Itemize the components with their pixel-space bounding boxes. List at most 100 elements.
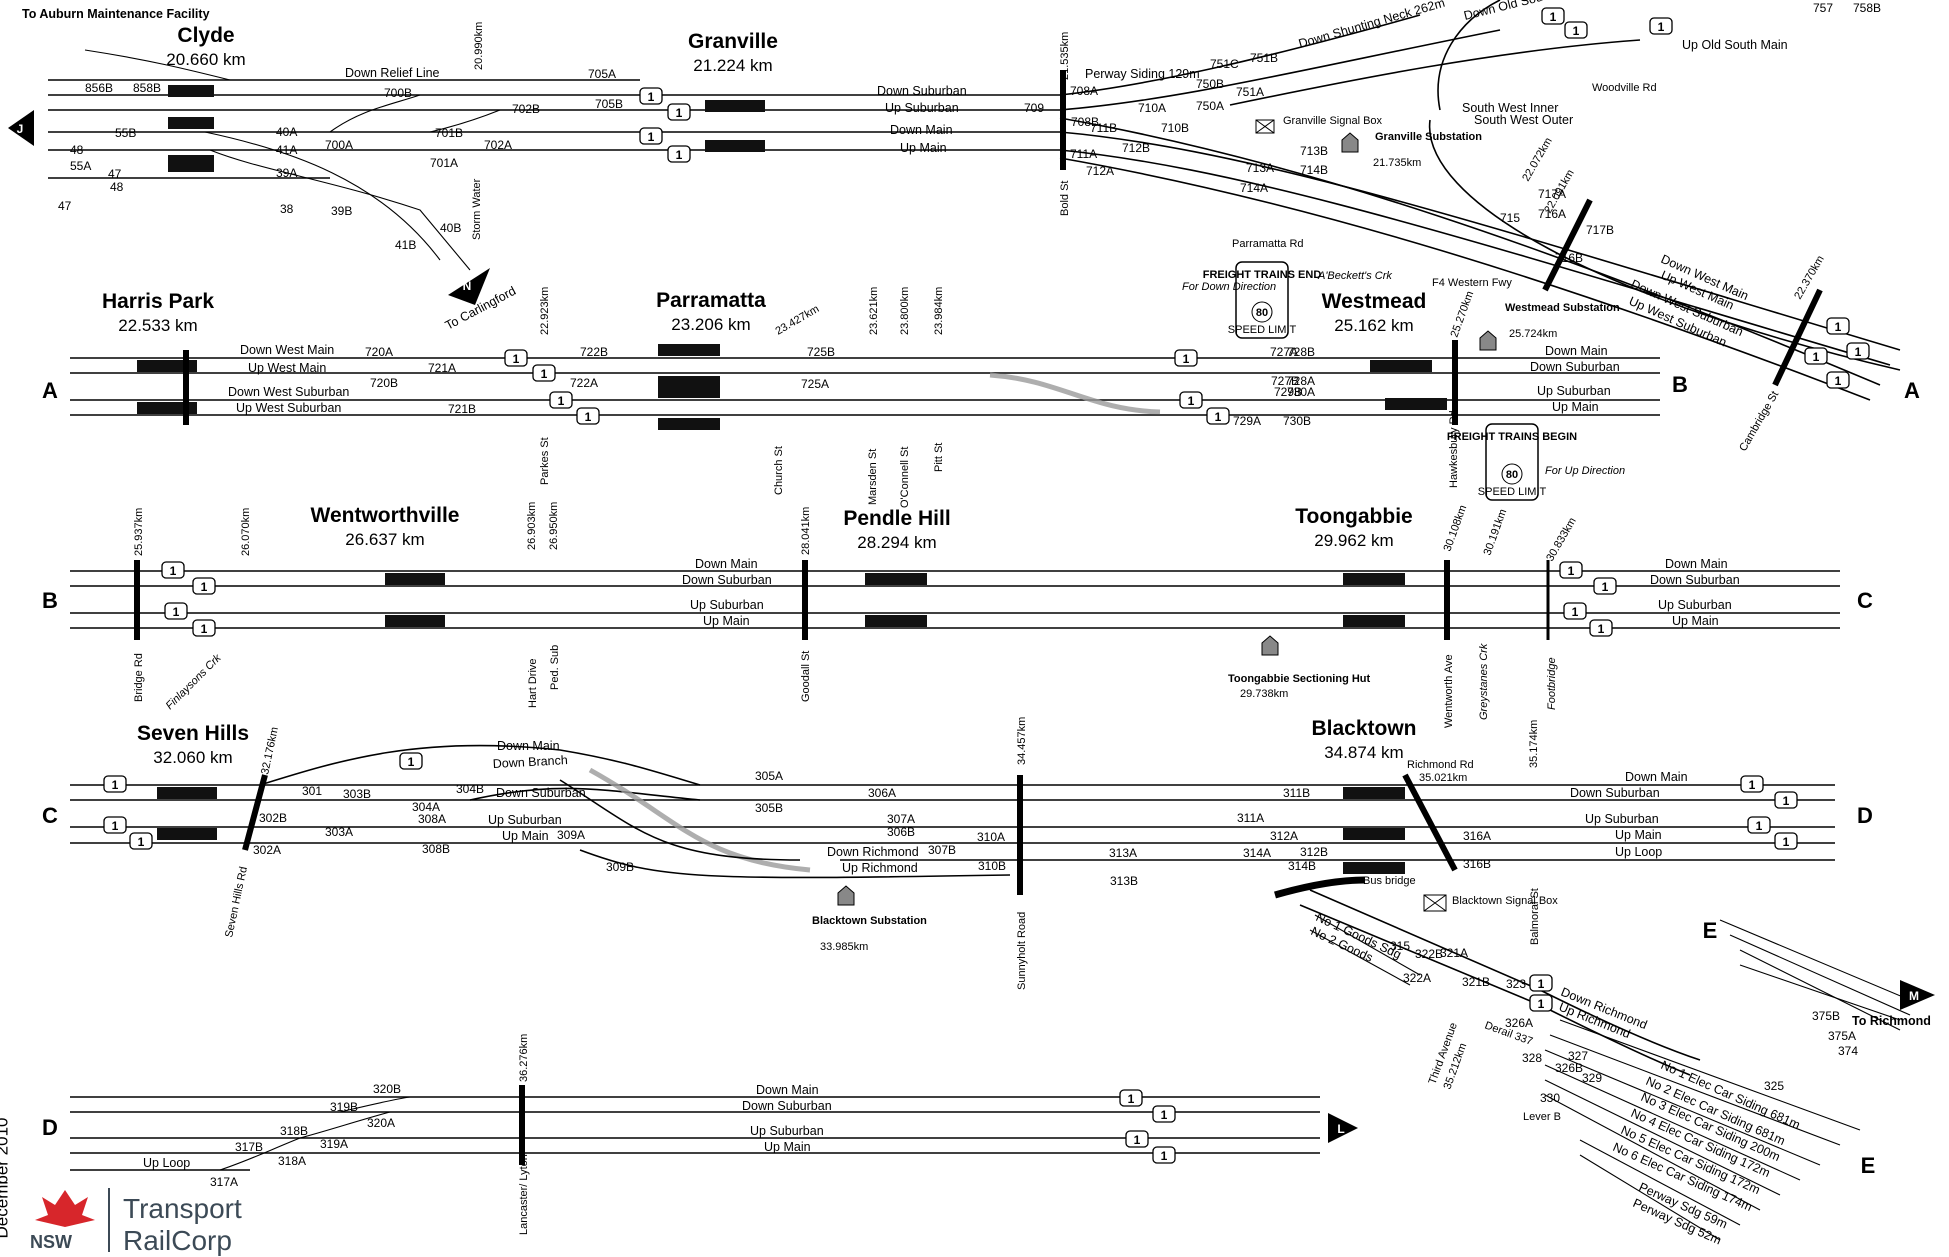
point-701b: 701B <box>435 126 463 140</box>
platform-clyde-6 <box>168 85 214 97</box>
signal-1: 1 <box>129 832 153 850</box>
track-elec-siding-1 <box>1559 1019 1861 1131</box>
track-up-old-south <box>1229 39 1641 106</box>
signal-1: 1 <box>399 752 423 770</box>
signal-1: 1 <box>1152 1146 1176 1164</box>
label-up-main-r3: Up Main <box>703 614 750 628</box>
label-up-loop-r5: Up Loop <box>143 1156 190 1170</box>
label-up-suburban-r5: Up Suburban <box>750 1124 824 1138</box>
track-elec-siding-3 <box>1544 1049 1821 1166</box>
track-elec-siding-4 <box>1544 1064 1801 1181</box>
platform-parramatta-3-2 <box>658 376 720 398</box>
point-712b: 712B <box>1122 141 1150 155</box>
label-parramatta-rd: Parramatta Rd <box>1232 238 1304 250</box>
row-blacktown <box>70 744 1911 1241</box>
svg-text:1: 1 <box>1572 605 1579 619</box>
point-318a: 318A <box>278 1154 306 1168</box>
logo-divider <box>108 1188 110 1252</box>
svg-text:1: 1 <box>1602 580 1609 594</box>
signal-1: 1 <box>639 127 663 145</box>
point-308b: 308B <box>422 842 450 856</box>
point-41a: 41A <box>276 143 297 157</box>
section-markers <box>8 110 1935 1143</box>
point-306a: 306A <box>868 786 896 800</box>
label-km-26950: 26.950km <box>548 502 560 550</box>
label-toongabbie-hut: Toongabbie Sectioning Hut <box>1228 673 1371 685</box>
point-306b: 306B <box>887 825 915 839</box>
station-name-wentworthville: Wentworthville <box>311 504 460 527</box>
label-km-21535: 21.535km <box>1059 32 1071 80</box>
label-marsden-st: Marsden St <box>867 449 879 505</box>
freight-begin-speed: 80 <box>1506 469 1518 481</box>
section-letter-e-bottom: E <box>1861 1153 1876 1178</box>
platform-pendle-hill-4 <box>865 573 927 585</box>
point-316b: 316B <box>1463 857 1491 871</box>
svg-text:1: 1 <box>676 148 683 162</box>
svg-text:1: 1 <box>541 367 548 381</box>
label-up-main-r4-right: Up Main <box>1615 828 1662 842</box>
section-marker-j <box>8 110 34 146</box>
point-318b: 318B <box>280 1124 308 1138</box>
svg-text:1: 1 <box>648 90 655 104</box>
platform-granville-2 <box>705 140 765 152</box>
point-705a: 705A <box>588 67 616 81</box>
point-320a: 320A <box>367 1116 395 1130</box>
label-parkes-st: Parkes St <box>539 437 551 485</box>
section-marker-m <box>1900 980 1935 1010</box>
label-goodall-st: Goodall St <box>800 651 812 702</box>
signal-1: 1 <box>1747 816 1771 834</box>
label-km-25937: 25.937km <box>133 508 145 556</box>
signal-1: 1 <box>576 407 600 425</box>
signal-1: 1 <box>1559 561 1583 579</box>
label-up-main-r3-right: Up Main <box>1672 614 1719 628</box>
svg-text:1: 1 <box>1134 1133 1141 1147</box>
track-e-2 <box>1729 934 1911 1016</box>
section-letter-j: J <box>17 122 24 136</box>
point-717a: 717A <box>1538 187 1566 201</box>
point-725b: 725B <box>807 345 835 359</box>
signal-1: 1 <box>1529 974 1553 992</box>
platform-parramatta-1 <box>658 418 720 430</box>
signal-1: 1 <box>103 816 127 834</box>
label-bus-bridge: Bus bridge <box>1363 875 1416 887</box>
point-720b: 720B <box>370 376 398 390</box>
point-721b: 721B <box>448 402 476 416</box>
signal-1: 1 <box>504 349 528 367</box>
platform-pendle-hill-2 <box>865 615 927 627</box>
point-327: 327 <box>1568 1049 1588 1063</box>
point-321a: 321A <box>1440 946 1468 960</box>
svg-text:1: 1 <box>1538 997 1545 1011</box>
label-down-main-r3-right: Down Main <box>1665 557 1728 571</box>
label-down-main-r2: Down Main <box>1545 344 1608 358</box>
label-km-23800: 23.800km <box>899 287 911 335</box>
label-westmead-substation-km: 25.724km <box>1509 328 1557 340</box>
flyover-r4 <box>588 767 811 873</box>
point-312b: 312B <box>1300 845 1328 859</box>
signal-1: 1 <box>639 87 663 105</box>
label-km-26070: 26.070km <box>240 508 252 556</box>
point-711a: 711A <box>1070 147 1097 161</box>
station-name-harris-park: Harris Park <box>102 290 214 313</box>
label-granville-signal-box: Granville Signal Box <box>1283 115 1383 127</box>
station-km-parramatta: 23.206 km <box>671 315 750 334</box>
label-down-relief: Down Relief Line <box>345 66 440 80</box>
svg-text:1: 1 <box>1813 350 1820 364</box>
point-322b: 322B <box>1415 947 1443 961</box>
point-304a: 304A <box>412 800 440 814</box>
point-750b: 750B <box>1196 77 1224 91</box>
svg-text:1: 1 <box>1658 20 1665 34</box>
signal-1: 1 <box>1206 407 1230 425</box>
label-to-auburn: To Auburn Maintenance Facility <box>22 7 210 21</box>
signal-1: 1 <box>1152 1105 1176 1123</box>
flyover-r2 <box>989 372 1161 415</box>
point-701a: 701A <box>430 156 458 170</box>
track-carlingford-branch-2 <box>204 131 441 261</box>
point-757: 757 <box>1813 1 1833 15</box>
point-730b: 730B <box>1283 414 1311 428</box>
svg-text:1: 1 <box>173 605 180 619</box>
label-sw-inner: South West Inner <box>1462 101 1558 115</box>
row-clyde-granville <box>48 0 1901 401</box>
label-church-st: Church St <box>773 446 785 495</box>
point-numbers: 856B 858B 55B 48 55A 47 48 47 40A 41A 39… <box>58 1 1881 1189</box>
